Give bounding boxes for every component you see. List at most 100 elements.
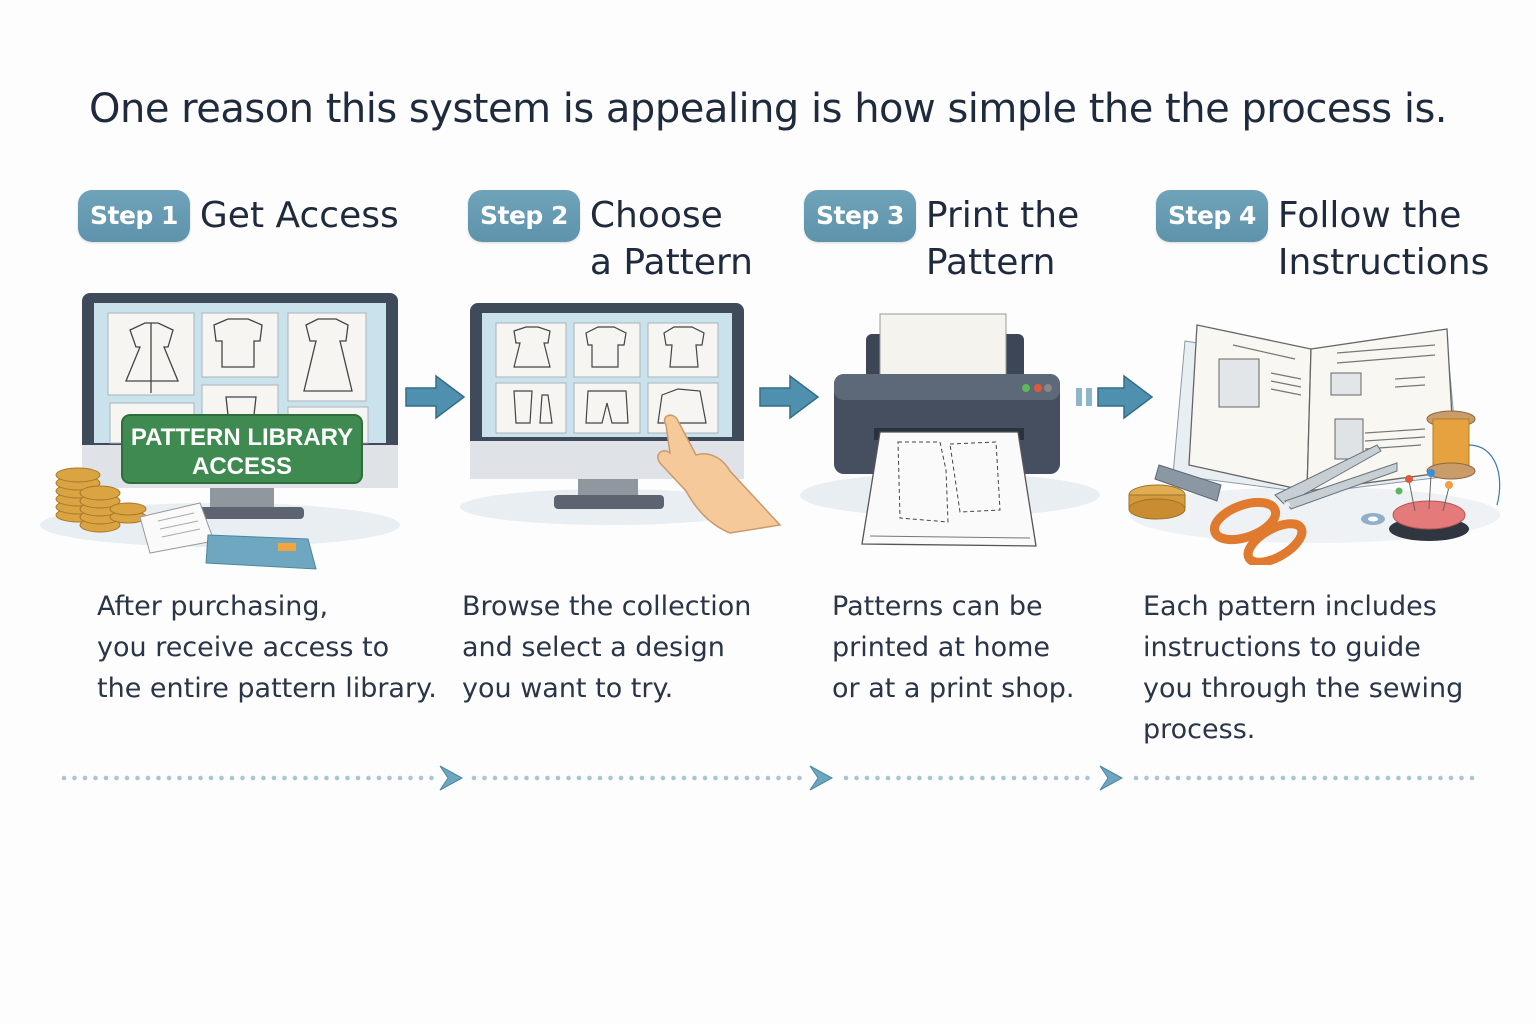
timeline-dot [1022, 775, 1027, 781]
timeline-dot [1333, 775, 1338, 781]
timeline-dot [980, 775, 985, 781]
timeline-dot [713, 775, 718, 781]
timeline-dot [397, 775, 403, 781]
pincushion-icon [1389, 469, 1469, 541]
timeline-dot [1396, 775, 1401, 781]
timeline-dot [1354, 775, 1359, 781]
timeline-dot [345, 775, 350, 781]
timeline-dot [1406, 775, 1412, 781]
timeline-dot [959, 775, 964, 781]
timeline-chevron-icon [439, 765, 464, 791]
timeline-dot [250, 775, 256, 781]
timeline-dot [885, 775, 891, 781]
receipt-icon [139, 502, 215, 554]
svg-text:PATTERN LIBRARY: PATTERN LIBRARY [131, 424, 353, 451]
timeline-dot [219, 775, 224, 781]
timeline-dot [917, 775, 922, 781]
timeline-dot [1301, 775, 1307, 781]
timeline-dot [408, 775, 413, 781]
timeline-dot [513, 775, 519, 781]
status-light-red [1034, 384, 1042, 392]
timeline-dot [471, 775, 477, 781]
timeline-dot [145, 775, 151, 781]
timeline-dot [387, 775, 392, 781]
status-light-gray [1044, 384, 1052, 392]
timeline-dot [1196, 775, 1202, 781]
step-1-illustration: PATTERN LIBRARY ACCESS [40, 293, 400, 570]
scissors-icon [1209, 444, 1398, 565]
connector-arrow-1 [405, 374, 466, 420]
timeline-dot [566, 775, 571, 781]
timeline-dot [1291, 775, 1296, 781]
timeline-dot [429, 775, 434, 781]
timeline-dot [587, 775, 592, 781]
timeline-dot [650, 775, 655, 781]
status-light-green [1022, 384, 1030, 392]
timeline-dot [786, 775, 792, 781]
right-arrow-icon [405, 374, 466, 420]
step-2-description: Browse the collection and select a desig… [462, 591, 752, 704]
timeline-dot [124, 775, 130, 781]
step-2-header: Step 2 Choose a Pattern [468, 190, 753, 286]
timeline-dot [734, 775, 739, 781]
timeline-dot [1074, 775, 1080, 781]
step-1-header: Step 1 Get Access [78, 190, 399, 242]
timeline-dot [1280, 775, 1286, 781]
step-4-illustration [1128, 324, 1501, 565]
timeline-dot [864, 775, 870, 781]
timeline-dot [72, 775, 77, 781]
timeline-dot [776, 775, 781, 781]
pattern-library-access-banner: PATTERN LIBRARY ACCESS [121, 414, 363, 484]
timeline-dot [723, 775, 729, 781]
timeline-dot [1469, 775, 1475, 781]
step-4-header: Step 4 Follow the Instructions [1156, 190, 1489, 286]
step-1-badge: Step 1 [78, 190, 190, 242]
timeline-dot [906, 775, 912, 781]
timeline-dot [1427, 775, 1433, 781]
timeline-dot [1270, 775, 1275, 781]
timeline-dot [198, 775, 203, 781]
timeline-dot [639, 775, 645, 781]
timeline-dot [1385, 775, 1391, 781]
timeline-dot [82, 775, 88, 781]
timeline-dot [282, 775, 287, 781]
timeline-dot [166, 775, 172, 781]
progress-timeline [61, 765, 1475, 791]
headline: One reason this system is appealing is h… [89, 86, 1448, 132]
timeline-dot [1032, 775, 1038, 781]
timeline-dot [755, 775, 760, 781]
timeline-dots [61, 775, 1475, 781]
timeline-dot [597, 775, 603, 781]
timeline-dot [576, 775, 582, 781]
timeline-dot [875, 775, 880, 781]
timeline-dot [418, 775, 424, 781]
timeline-dot [177, 775, 182, 781]
timeline-dot [503, 775, 508, 781]
timeline-dot [1249, 775, 1254, 781]
timeline-dot [1228, 775, 1233, 781]
timeline-dot [990, 775, 996, 781]
timeline-dot [1186, 775, 1191, 781]
timeline-dot [229, 775, 235, 781]
coins-icon [55, 467, 147, 533]
right-arrow-icon [759, 374, 820, 420]
dash-mark [1076, 388, 1082, 406]
timeline-dot [744, 775, 750, 781]
connector-arrow-2 [759, 374, 820, 420]
timeline-dot [618, 775, 624, 781]
timeline-dot [313, 775, 319, 781]
timeline-dot [1259, 775, 1265, 781]
timeline-dot [492, 775, 498, 781]
timeline-dot [135, 775, 140, 781]
timeline-dot [1312, 775, 1317, 781]
timeline-dot [240, 775, 245, 781]
timeline-dot [355, 775, 361, 781]
timeline-dot [692, 775, 697, 781]
timeline-dot [1154, 775, 1160, 781]
timeline-dot [1438, 775, 1443, 781]
timeline-dot [1043, 775, 1048, 781]
timeline-dot [1175, 775, 1181, 781]
timeline-dot [61, 775, 67, 781]
step-3-illustration [800, 313, 1100, 547]
step-1-description: After purchasing, you receive access to … [97, 591, 437, 704]
